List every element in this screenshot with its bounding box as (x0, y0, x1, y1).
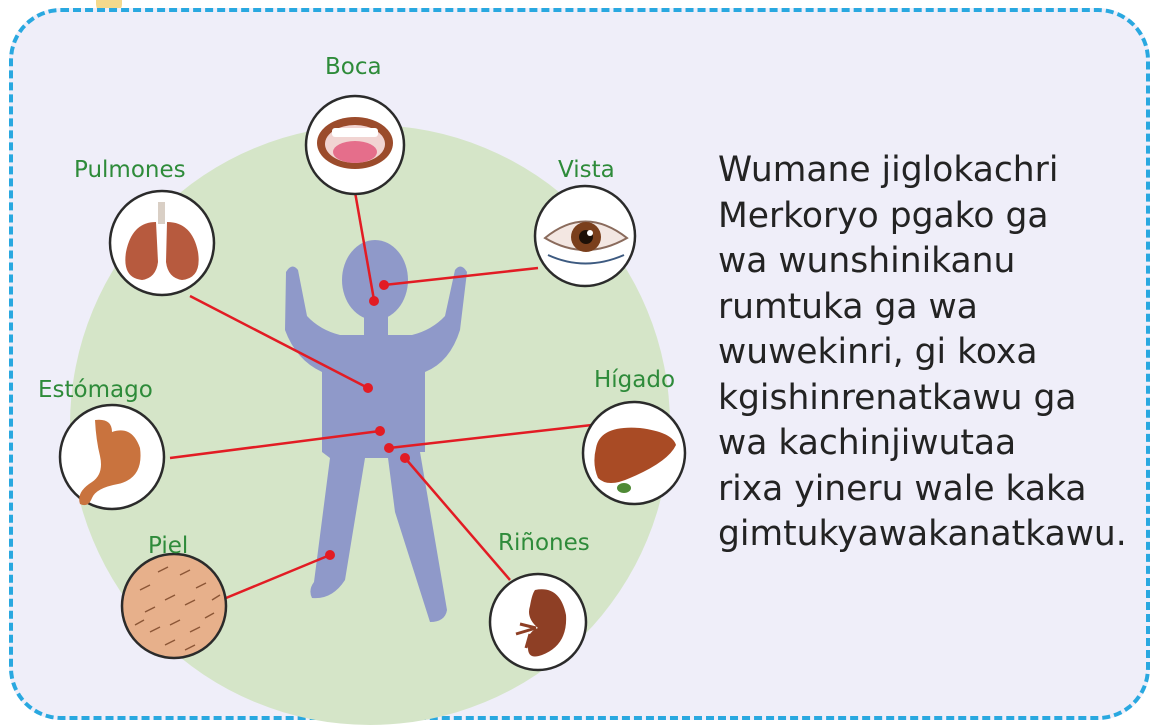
skin-organ-icon (122, 554, 226, 658)
eye-organ-icon (535, 186, 635, 286)
paragraph-line: Merkoryo pgako ga (718, 194, 1148, 240)
paragraph-line: rumtuka ga wa (718, 285, 1148, 331)
paragraph-line: Wumane jiglokachri (718, 148, 1148, 194)
label-rinones: Riñones (498, 530, 590, 556)
paragraph-line: rixa yineru wale kaka (718, 467, 1148, 513)
label-higado: Hígado (594, 367, 675, 393)
label-boca: Boca (325, 54, 382, 80)
paragraph-line: gimtukyawakanatkawu. (718, 512, 1148, 558)
kidney-organ-icon (490, 574, 586, 670)
mouth-organ-icon (306, 96, 404, 194)
paragraph-line: wa wunshinikanu (718, 239, 1148, 285)
label-estomago: Estómago (38, 377, 153, 403)
paragraph-line: kgishinrenatkawu ga (718, 376, 1148, 422)
paragraph-line: wa kachinjiwutaa (718, 421, 1148, 467)
label-vista: Vista (558, 157, 615, 183)
lungs-organ-icon (110, 191, 214, 295)
label-pulmones: Pulmones (74, 157, 186, 183)
label-piel: Piel (148, 533, 188, 559)
description-paragraph: Wumane jiglokachri Merkoryo pgako ga wa … (718, 148, 1148, 558)
paragraph-line: wuwekinri, gi koxa (718, 330, 1148, 376)
liver-organ-icon (583, 402, 685, 504)
stomach-organ-icon (60, 405, 164, 509)
